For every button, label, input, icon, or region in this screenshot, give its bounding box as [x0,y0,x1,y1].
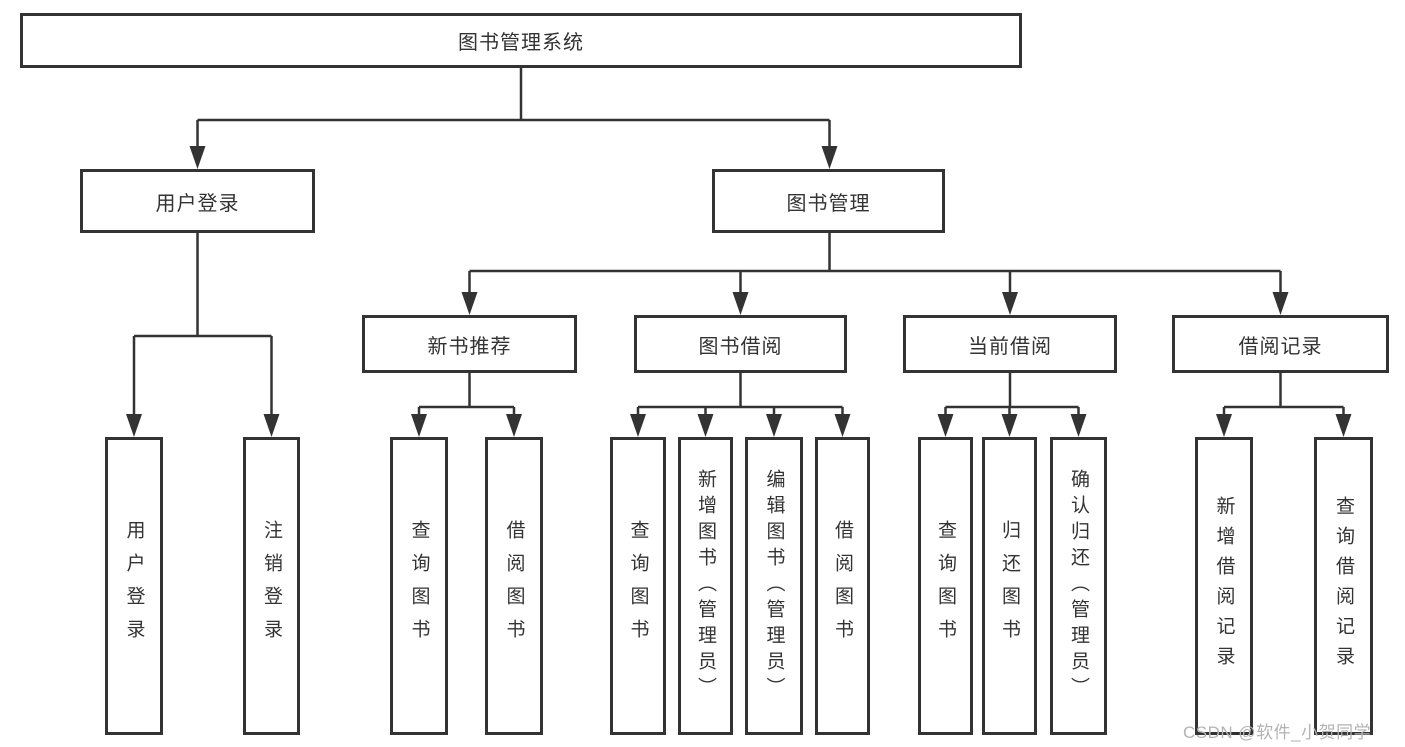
node-label: 查询图书 [627,520,649,652]
leaf-user-login: 用户登录 [105,437,163,735]
node-label: 当前借阅 [968,335,1052,358]
leaf-add-borrowing-record: 新增借阅记录 [1195,437,1253,735]
node-book-borrowing: 图书借阅 [634,315,847,373]
node-label: 查询图书 [408,520,430,652]
node-label: 新书推荐 [427,335,512,358]
node-label: 查询图书 [935,520,956,652]
leaf-query-books-borrowing: 查询图书 [610,437,666,735]
node-label: 用户登录 [123,520,145,652]
node-label: 查询借阅记录 [1333,496,1354,676]
watermark: CSDN @软件_小贺同学 [1183,723,1372,742]
node-label: 借阅图书 [503,520,525,652]
node-label: 图书管理系统 [458,32,584,54]
leaf-logout-login: 注销登录 [243,437,300,735]
leaf-return-books: 归还图书 [982,437,1037,735]
leaf-borrow-books-borrowing: 借阅图书 [815,437,870,735]
node-new-book-recommendation: 新书推荐 [362,315,577,373]
node-label: 编辑图书（管理员） [763,469,785,703]
node-label: 新增图书（管理员） [695,469,716,703]
node-label: 借阅图书 [832,520,853,652]
arrowheads [126,146,1352,437]
node-current-borrowing: 当前借阅 [903,315,1117,373]
node-label: 用户登录 [155,192,240,215]
node-label: 图书管理 [786,192,871,215]
node-label: 图书借阅 [698,335,783,358]
node-book-management: 图书管理 [712,169,945,233]
leaf-query-books-current: 查询图书 [918,437,973,735]
node-label: 借阅记录 [1238,335,1323,358]
node-label: 注销登录 [261,520,282,652]
leaf-add-books-admin: 新增图书（管理员） [678,437,733,735]
leaf-query-books-recommend: 查询图书 [390,437,448,735]
node-user-login: 用户登录 [80,169,315,233]
leaf-borrow-books-recommend: 借阅图书 [485,437,543,735]
node-library-management-system: 图书管理系统 [20,13,1022,68]
node-label: 确认归还（管理员） [1068,469,1089,703]
node-borrowing-records: 借阅记录 [1172,315,1389,373]
leaf-query-borrowing-record: 查询借阅记录 [1314,437,1373,735]
leaf-edit-books-admin: 编辑图书（管理员） [745,437,803,735]
node-label: 归还图书 [999,520,1020,652]
leaf-confirm-return-admin: 确认归还（管理员） [1050,437,1107,735]
node-label: 新增借阅记录 [1213,496,1235,676]
